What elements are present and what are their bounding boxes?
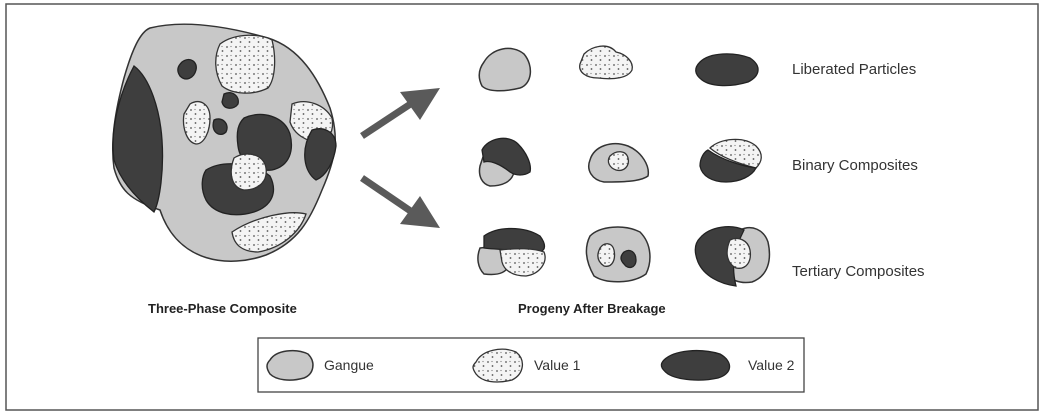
row-liberated (479, 46, 758, 91)
liberated-gangue-particle (479, 48, 530, 90)
arrow-up (362, 88, 440, 136)
caption-progeny: Progeny After Breakage (518, 301, 666, 316)
composite-value1-center (231, 154, 266, 190)
legend: Gangue Value 1 Value 2 (258, 338, 804, 392)
row-label-tertiary: Tertiary Composites (792, 263, 925, 280)
liberated-value1-particle (580, 46, 633, 79)
tertiary1-value1 (500, 249, 545, 276)
legend-value1-label: Value 1 (534, 357, 581, 373)
row-tertiary (478, 227, 770, 286)
legend-value2-swatch (661, 351, 729, 380)
binary-value1-inclusion (608, 152, 628, 171)
composite-value2-dot (213, 119, 227, 134)
tertiary3-value1 (727, 238, 750, 268)
legend-gangue-label: Gangue (324, 357, 374, 373)
row-binary (479, 138, 761, 186)
legend-value2-label: Value 2 (748, 357, 795, 373)
arrow-down (362, 178, 440, 228)
caption-three-phase: Three-Phase Composite (148, 301, 297, 316)
tertiary2-gangue (587, 227, 650, 282)
composite-value2-right (305, 129, 336, 180)
legend-gangue-swatch (267, 351, 313, 380)
breakage-arrows (362, 88, 440, 228)
liberated-value2-particle (696, 54, 758, 86)
composite-value2-small-mid (222, 93, 238, 109)
tertiary2-value1 (598, 244, 615, 267)
composite-value1-top (216, 35, 275, 93)
row-label-binary: Binary Composites (792, 157, 918, 174)
row-label-liberated: Liberated Particles (792, 61, 916, 78)
three-phase-composite (113, 24, 336, 261)
